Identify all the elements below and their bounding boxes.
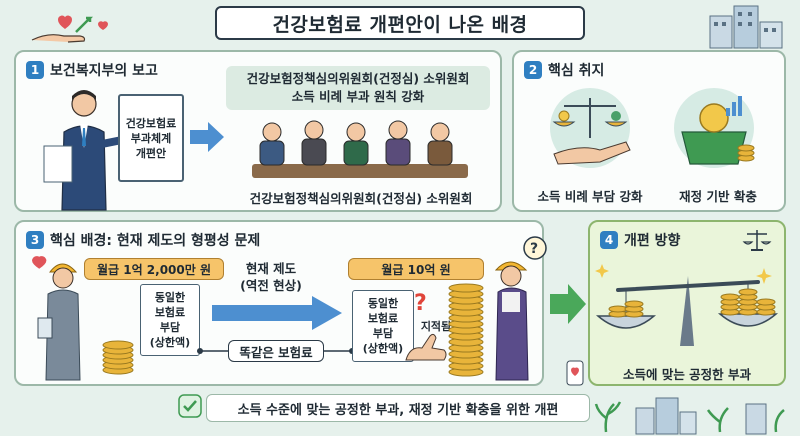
- presenter-figure: [43, 90, 126, 211]
- current-system-label: 현재 제도 (역전 현상): [226, 260, 316, 294]
- coin-stack-small: [102, 340, 134, 375]
- same-premium-label: 똑같은 보험료: [228, 340, 324, 362]
- hand-with-plant-icon: [31, 15, 108, 43]
- worker-figure-left: [32, 256, 81, 381]
- section1-title: 보건복지부의 보고: [50, 63, 158, 79]
- section3-number: 3: [26, 231, 44, 249]
- balance-hand-icon: [550, 88, 631, 168]
- money-basket-icon: [674, 88, 755, 168]
- section1-heading: 1 보건복지부의 보고: [26, 60, 158, 80]
- section1-number: 1: [26, 61, 44, 79]
- section4-heading: 4 개편 방향: [600, 230, 680, 250]
- banner-line-1: 건강보험정책심의위원회(건정심) 소위원회: [246, 71, 470, 86]
- section4-caption: 소득에 맞는 공정한 부과: [622, 367, 752, 382]
- buildings-icon: [709, 5, 783, 49]
- committee-banner: 건강보험정책심의위원회(건정심) 소위원회 소득 비례 부과 원칙 강화: [226, 66, 490, 110]
- balance-with-coins-illustration: [595, 264, 779, 346]
- worker-figure-right: [494, 261, 529, 381]
- left-doc-line-4: (상한액): [149, 336, 191, 349]
- section2-number: 2: [524, 61, 542, 79]
- page-title: 건강보험료 개편안이 나온 배경: [215, 6, 585, 40]
- right-premium-document: 동일한 보험료 부담 (상한액): [352, 290, 414, 362]
- current-system-line-2: (역전 현상): [240, 278, 302, 293]
- current-system-arrow: [212, 296, 342, 330]
- purpose-item-1: 소득 비례 부담 강화: [537, 189, 643, 204]
- right-doc-line-3: 부담: [372, 327, 394, 340]
- svg-text:?: ?: [530, 241, 538, 257]
- left-salary-tag: 월급 1억 2,000만 원: [84, 258, 224, 280]
- committee-meeting-illustration: [252, 120, 468, 178]
- banner-line-2: 소득 비례 부과 원칙 강화: [291, 89, 425, 104]
- flow-arrow-icon: [190, 122, 224, 152]
- city-plants-icon: [594, 397, 785, 435]
- current-system-line-1: 현재 제도: [245, 261, 297, 276]
- checkmark-icon: [178, 394, 202, 418]
- right-salary-tag: 월급 10억 원: [348, 258, 484, 280]
- right-doc-line-4: (상한액): [362, 342, 404, 355]
- heart-phone-icon: [566, 360, 584, 386]
- reform-proposal-document: 건강보험료 부과체계 개편안: [118, 94, 184, 182]
- section3-heading: 3 핵심 배경: 현재 제도의 형평성 문제: [26, 230, 260, 250]
- direction-arrow-icon: [550, 284, 586, 324]
- question-bubble-icon: ?: [523, 236, 547, 260]
- section3-title: 핵심 배경: 현재 제도의 형평성 문제: [50, 233, 261, 249]
- right-doc-line-2: 보험료: [367, 312, 399, 325]
- doc-line-1: 건강보험료: [125, 116, 177, 130]
- question-mark-icon: ?: [414, 291, 427, 316]
- section1-caption: 건강보험정책심의위원회(건정심) 소위원회: [249, 191, 473, 206]
- doc-line-3: 개편안: [135, 146, 167, 160]
- section4-title: 개편 방향: [624, 233, 681, 249]
- left-doc-line-1: 동일한: [154, 291, 186, 304]
- section4-number: 4: [600, 231, 618, 249]
- pointing-hand-icon: [405, 333, 447, 361]
- scale-icon: [742, 230, 772, 251]
- footer-summary: 소득 수준에 맞는 공정한 부과, 재정 기반 확충을 위한 개편: [206, 394, 590, 422]
- pointed-out-label: 지적됨: [420, 320, 452, 333]
- section2-heading: 2 핵심 취지: [524, 60, 604, 80]
- right-doc-line-1: 동일한: [367, 297, 399, 310]
- doc-line-2: 부과체계: [130, 131, 172, 145]
- left-doc-line-2: 보험료: [154, 306, 186, 319]
- svg-text:?: ?: [414, 291, 427, 316]
- left-premium-document: 동일한 보험료 부담 (상한액): [140, 284, 200, 356]
- purpose-item-2: 재정 기반 확충: [679, 189, 757, 204]
- left-doc-line-3: 부담: [159, 321, 181, 334]
- coin-stack-tall: [448, 283, 484, 377]
- section2-title: 핵심 취지: [548, 63, 605, 79]
